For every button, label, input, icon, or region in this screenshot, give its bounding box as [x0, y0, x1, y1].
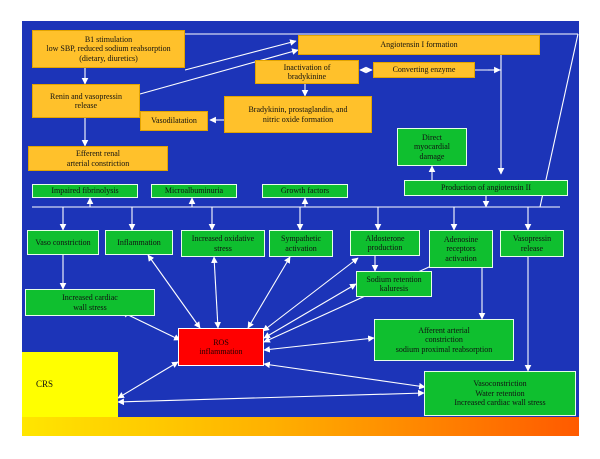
sodium-retention-box: Sodium retention kaluresis [356, 271, 432, 297]
vasopressin-release-box: Vasopressin release [500, 230, 564, 257]
frame-diagonal [539, 33, 579, 208]
crs-box: CRS [22, 352, 118, 417]
ros-sodium-arrow [263, 283, 357, 339]
myocardial-damage-box: Direct myocardial damage [397, 128, 467, 166]
ros-cardiac-arrow [121, 311, 181, 341]
ros-inflammation-arrow [147, 254, 201, 329]
cardiac-wall-stress-box: Increased cardiac wall stress [25, 289, 155, 316]
sympathetic-activation-box: Sympathetic activation [269, 230, 333, 257]
b1-stimulation-box: B1 stimulation low SBP, reduced sodium r… [32, 30, 185, 68]
ros-crs-arrow [117, 361, 179, 399]
aldosterone-production-box: Aldosterone production [350, 230, 420, 256]
efferent-constriction-box: Efferent renal arterial constriction [28, 146, 168, 171]
ros-vaso-water-arrow [263, 361, 426, 390]
angiotensin-i-box: Angiotensin I formation [298, 35, 540, 55]
ros-inflammation-box: ROS inflammation [178, 328, 264, 366]
angiotensin-ii-box: Production of angiotensin II [404, 180, 568, 196]
afferent-constriction-box: Afferent arterial constriction sodium pr… [374, 319, 514, 361]
ros-aldosterone-arrow [262, 257, 359, 332]
oxidative-stress-box: Increased oxidative stress [181, 230, 265, 257]
converting-enzyme-box: Converting enzyme [373, 62, 475, 78]
arrow-b1-to-angiotensin-i [184, 39, 297, 71]
inflammation-box: Inflammation [105, 230, 173, 255]
arrow-renin-to-angiotensin-i [139, 48, 299, 95]
vaso-water-retention-box: Vasoconstriction Water retention Increas… [424, 371, 576, 416]
inactivation-bradykinine-box: Inactivation of bradykinine [255, 60, 359, 84]
adenosine-activation-box: Adenosine receptors activation [429, 230, 493, 268]
crs-vaso-water-arrow [117, 389, 425, 406]
bradykinin-formation-box: Bradykinin, prostaglandin, and nitric ox… [224, 96, 372, 133]
vaso-constriction-box: Vaso constriction [27, 230, 99, 255]
ros-afferent-arrow [263, 335, 375, 353]
microalbuminuria-box: Microalbuminuria [151, 184, 237, 198]
ros-oxidative-arrow [211, 256, 221, 329]
ros-sympathetic-arrow [247, 256, 291, 329]
vasodilatation-box: Vasodilatation [140, 111, 208, 131]
impaired-fibrinolysis-box: Impaired fibrinolysis [32, 184, 138, 198]
gradient-bar [22, 417, 579, 436]
renin-vasopressin-box: Renin and vasopressin release [32, 84, 140, 118]
growth-factors-box: Growth factors [262, 184, 348, 198]
